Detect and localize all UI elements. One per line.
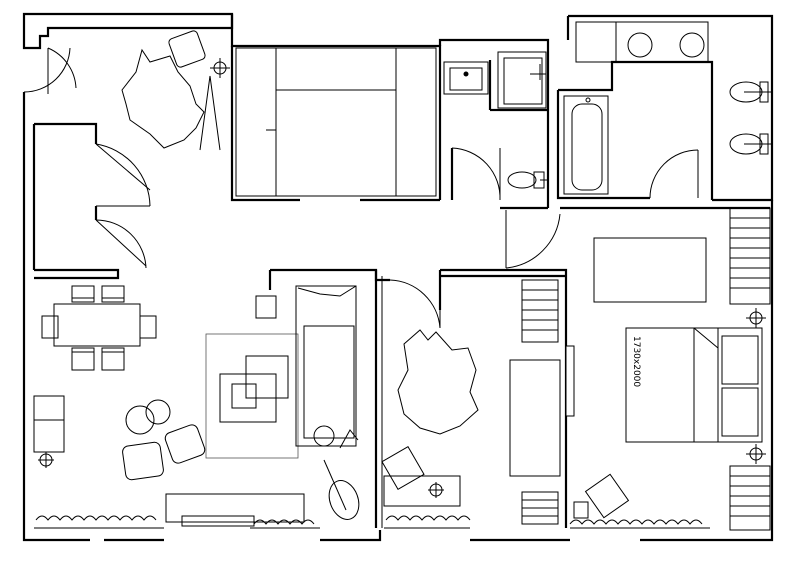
middle-room — [381, 279, 561, 525]
bed-icon: 1730x2000 — [625, 327, 763, 443]
double-sink-icon — [575, 21, 709, 63]
wardrobe-icon — [521, 491, 559, 525]
wardrobe-icon — [729, 465, 771, 531]
bathroom-1 — [443, 51, 548, 189]
shower-tray-icon — [497, 51, 547, 109]
bathtub-icon — [563, 95, 609, 195]
bed-icon — [235, 47, 437, 197]
dining-table-icon — [41, 285, 157, 371]
light-fixture-icon — [428, 482, 444, 498]
light-fixture-icon — [746, 444, 766, 464]
toilet-icon — [729, 81, 772, 103]
light-fixture-icon — [210, 58, 230, 78]
toilet-icon — [507, 171, 548, 189]
bed-dimension-label: 1730x2000 — [631, 336, 641, 387]
light-fixture-icon — [746, 308, 766, 328]
interior-walls — [32, 46, 770, 528]
doors — [23, 47, 699, 329]
outer-walls — [22, 12, 774, 542]
armchair-icon — [122, 399, 206, 481]
bathroom-2 — [563, 21, 772, 195]
plant-icon — [313, 425, 360, 520]
wardrobe-icon — [521, 279, 559, 343]
light-fixture-icon — [38, 452, 54, 468]
wardrobe-icon — [729, 207, 771, 305]
rug-icon — [397, 329, 479, 435]
radiator-icon — [35, 515, 703, 525]
rug-icon — [205, 333, 299, 459]
entry-furniture — [121, 30, 230, 151]
rug-icon — [121, 48, 205, 149]
bedroom-top — [235, 47, 437, 197]
bedroom-right: 1730x2000 — [573, 207, 771, 531]
armchair-icon — [168, 30, 206, 68]
bidet-icon — [729, 133, 772, 155]
sink-icon — [443, 61, 489, 95]
sofa-icon — [295, 285, 357, 447]
living-room — [33, 285, 360, 527]
